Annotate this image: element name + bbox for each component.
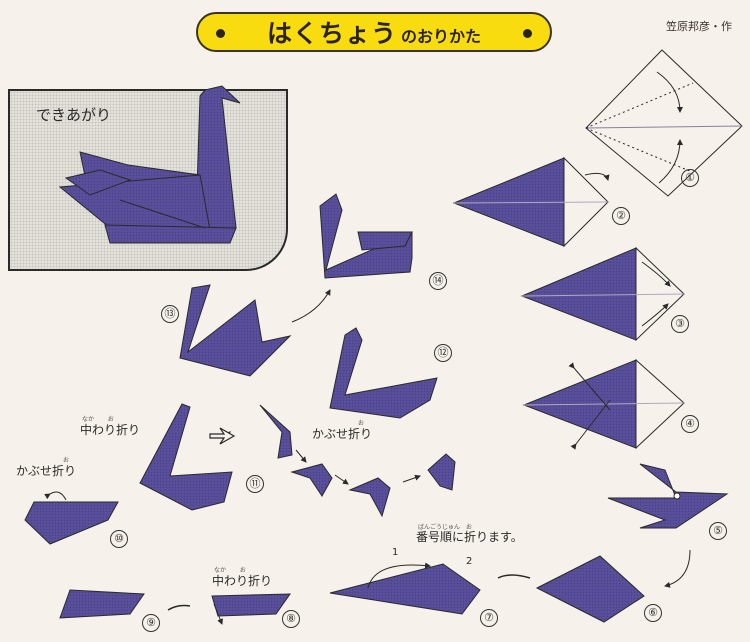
ruby-text: なか お: [214, 567, 246, 574]
step-1-diagram: [585, 49, 743, 197]
step-number-6: ⑥: [644, 604, 662, 622]
step-7-diagram: [329, 562, 531, 615]
fold-in-order-label: 番号順に折ります。: [416, 530, 523, 544]
step-13-diagram: [179, 284, 331, 377]
step-number-12: ⑫: [434, 344, 452, 362]
bullet-icon: [216, 29, 225, 38]
step-number-13: ⑬: [161, 305, 179, 323]
ruby-text: なか お: [82, 416, 114, 423]
head-fold-sequence: [259, 404, 456, 518]
ruby-text: お: [358, 420, 365, 427]
page-subtitle: のおりかた: [401, 27, 482, 46]
step-10-diagram: [24, 491, 119, 545]
step-9-diagram: [59, 589, 191, 619]
step-number-9: ⑨: [142, 614, 160, 632]
bullet-icon: [523, 29, 532, 38]
step-14-diagram: [319, 193, 413, 279]
inside-reverse-fold-label-8: 中わり折り: [212, 574, 273, 588]
step-number-4: ④: [681, 415, 699, 433]
step-8-diagram: [211, 593, 291, 625]
step-5-diagram: [607, 463, 729, 529]
step-number-8: ⑧: [282, 610, 300, 628]
step-2-diagram: [452, 156, 610, 248]
step-4-diagram: [522, 358, 685, 450]
outside-reverse-fold-label: かぶせ折り: [16, 464, 77, 478]
ruby-text: お: [63, 457, 70, 464]
hollow-arrow-icons: [209, 427, 236, 445]
step-number-2: ②: [612, 207, 630, 225]
step-number-5: ⑤: [709, 522, 727, 540]
step-3-diagram: [520, 246, 685, 342]
ruby-text: ばんごうじゅん お: [418, 524, 473, 531]
page-title: はくちょう: [266, 19, 397, 48]
step-11-diagram: [139, 403, 233, 511]
inside-reverse-fold-label: 中わり折り: [80, 423, 141, 437]
outside-reverse-fold-head-label: かぶせ折り: [312, 427, 373, 441]
author-credit: 笠原邦彦・作: [666, 20, 732, 33]
step-number-10: ⑩: [110, 530, 128, 548]
step-number-7: ⑦: [480, 609, 498, 627]
title-banner: はくちょう のおりかた: [196, 12, 552, 52]
step-12-diagram: [329, 327, 438, 419]
step-6-diagram: [535, 549, 691, 623]
step-number-14: ⑭: [429, 272, 447, 290]
finished-swan-icon: [58, 85, 241, 244]
step-number-1: ①: [681, 169, 699, 187]
step-number-3: ③: [671, 315, 689, 333]
step-number-11: ⑪: [246, 475, 264, 493]
finished-label: できあがり: [36, 106, 112, 124]
order-number-1: 1: [392, 547, 399, 558]
order-number-2: 2: [466, 556, 473, 567]
